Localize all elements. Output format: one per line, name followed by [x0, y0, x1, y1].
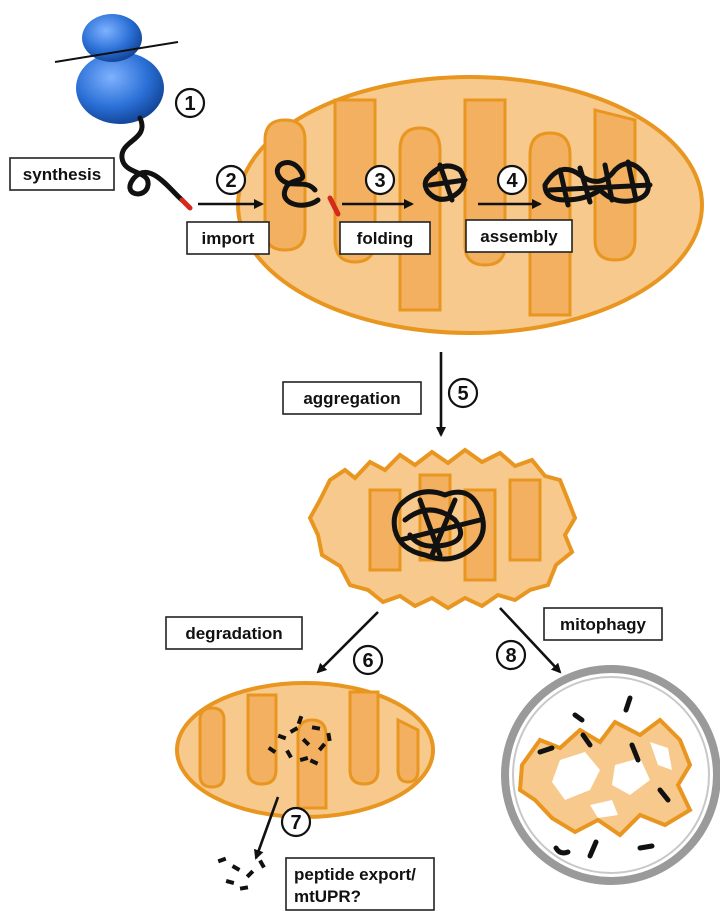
- label-peptide-export: peptide export/ mtUPR?: [286, 858, 434, 910]
- svg-text:7: 7: [290, 812, 301, 834]
- svg-text:mitophagy: mitophagy: [560, 615, 646, 634]
- svg-text:5: 5: [457, 383, 468, 405]
- svg-text:folding: folding: [357, 229, 414, 248]
- svg-text:import: import: [202, 229, 255, 248]
- step-1: 1: [176, 89, 204, 117]
- svg-text:degradation: degradation: [185, 624, 282, 643]
- label-degradation: degradation: [166, 617, 302, 649]
- svg-text:assembly: assembly: [480, 227, 558, 246]
- step-5: 5: [449, 379, 477, 407]
- svg-text:1: 1: [184, 93, 195, 115]
- step-8: 8: [497, 641, 525, 669]
- label-mitophagy: mitophagy: [544, 608, 662, 640]
- ribosome: [55, 14, 178, 124]
- svg-text:peptide export/: peptide export/: [294, 865, 416, 884]
- signal-peptide: [182, 200, 190, 208]
- label-assembly: assembly: [466, 220, 572, 252]
- label-import: import: [187, 222, 269, 254]
- svg-text:3: 3: [374, 170, 385, 192]
- svg-text:mtUPR?: mtUPR?: [294, 887, 361, 906]
- label-aggregation: aggregation: [283, 382, 421, 414]
- svg-text:4: 4: [506, 170, 518, 192]
- svg-text:synthesis: synthesis: [23, 165, 101, 184]
- label-folding: folding: [340, 222, 430, 254]
- svg-text:8: 8: [505, 645, 516, 667]
- step-2: 2: [217, 166, 245, 194]
- label-synthesis: synthesis: [10, 158, 114, 190]
- step-7: 7: [282, 808, 310, 836]
- step-6: 6: [354, 646, 382, 674]
- svg-text:2: 2: [225, 170, 236, 192]
- mitochondrion-degrading: [177, 683, 433, 817]
- step-4: 4: [498, 166, 526, 194]
- svg-text:6: 6: [362, 650, 373, 672]
- step-3: 3: [366, 166, 394, 194]
- peptide-fragments-exported: [218, 857, 266, 891]
- svg-text:aggregation: aggregation: [303, 389, 400, 408]
- nascent-polypeptide: [122, 118, 182, 200]
